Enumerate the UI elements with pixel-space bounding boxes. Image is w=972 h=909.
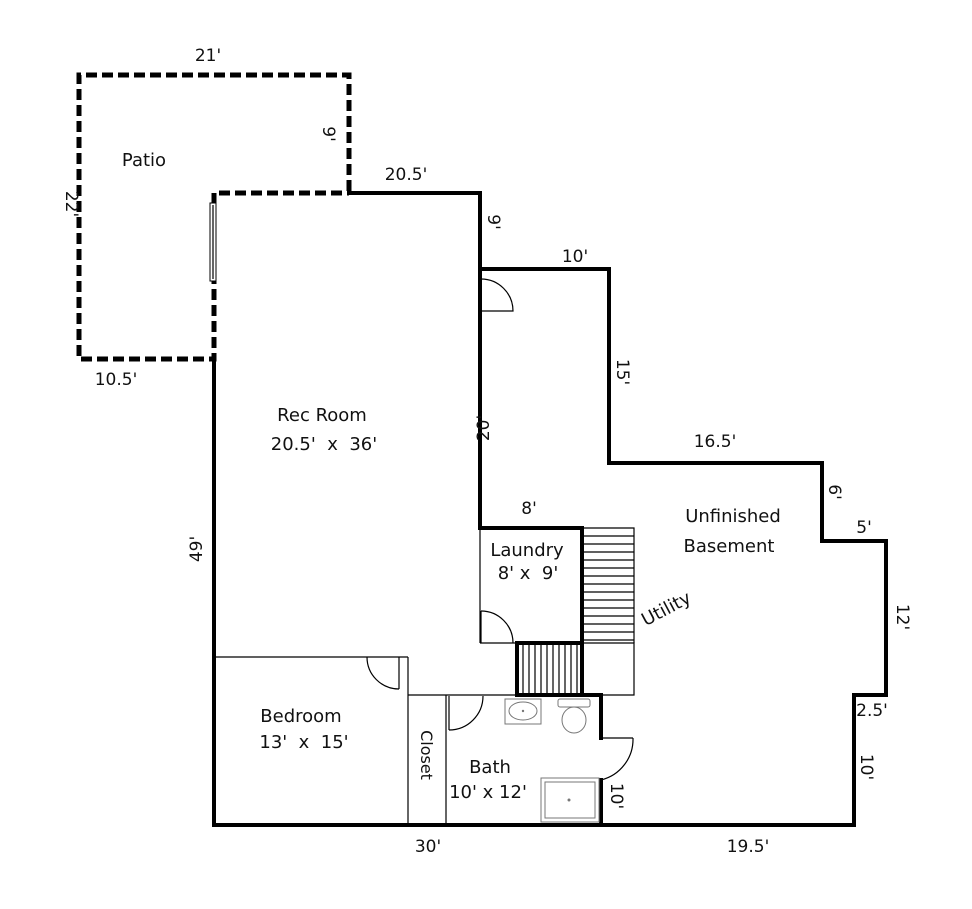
patio-outline: [76, 72, 352, 362]
laundry-size: 8' x 9': [498, 563, 559, 584]
door-swing-bath: [448, 695, 484, 731]
unfinished-label-line1: Unfinished: [685, 506, 781, 527]
dim-unfinished-step-top: 5': [856, 518, 872, 538]
dim-unfinished-left-vertical: 15': [612, 359, 632, 385]
dim-rec-right-upper: 9': [483, 214, 503, 230]
dim-bath-right: 10': [606, 783, 626, 809]
sliding-door: [209, 202, 217, 282]
exterior-walls: [212, 191, 888, 827]
unfinished-label-line2: Basement: [684, 536, 775, 557]
bath-size: 10' x 12': [449, 782, 527, 803]
dim-left-wall: 49': [187, 536, 207, 562]
dim-patio-top: 21': [195, 46, 221, 66]
dim-bottom-left: 30': [415, 837, 441, 857]
door-swing-bath-exterior: [600, 737, 634, 781]
sink-icon: [504, 698, 542, 725]
dim-patio-bottom: 10.5': [95, 370, 138, 390]
dim-unfinished-step-right: 6': [824, 484, 844, 500]
shower-icon: [540, 777, 600, 823]
dim-unfinished-mid-top: 16.5': [694, 432, 737, 452]
door-swing-laundry: [480, 610, 514, 644]
toilet-icon: [557, 698, 591, 734]
dim-patio-left: 22': [61, 191, 81, 217]
utility-label: Utility: [638, 587, 695, 631]
dim-patio-right: 9': [318, 126, 338, 142]
lower-stairs: [515, 641, 584, 697]
stair-outline: [584, 527, 635, 643]
utility-stairs: [584, 527, 635, 643]
dim-unfinished-top-left: 10': [562, 247, 588, 267]
bedroom-size: 13' x 15': [259, 732, 348, 753]
dim-laundry-top: 8': [521, 499, 537, 519]
dim-rec-right-lower: 20': [474, 415, 494, 441]
stair-outline: [515, 641, 584, 697]
dim-unfinished-right: 12': [892, 604, 912, 630]
door-swing-bedroom: [366, 656, 400, 690]
patio-label: Patio: [122, 150, 166, 171]
laundry-label: Laundry: [490, 540, 564, 561]
bath-walls: [515, 693, 603, 827]
bedroom-walls: [214, 656, 409, 825]
rec-room-label: Rec Room: [277, 405, 367, 426]
closet-walls: [408, 694, 517, 825]
dim-unfinished-notch: 2.5': [856, 701, 888, 721]
rec-room-size: 20.5' x 36': [271, 434, 377, 455]
stair-landing: [517, 642, 635, 696]
bedroom-label: Bedroom: [260, 706, 341, 727]
dim-unfinished-right-lower: 10': [856, 754, 876, 780]
dim-rec-top: 20.5': [385, 165, 428, 185]
door-swing-unfinished: [480, 278, 514, 312]
closet-label: Closet: [417, 730, 436, 780]
bath-label: Bath: [469, 757, 511, 778]
dim-bottom-right: 19.5': [727, 837, 770, 857]
